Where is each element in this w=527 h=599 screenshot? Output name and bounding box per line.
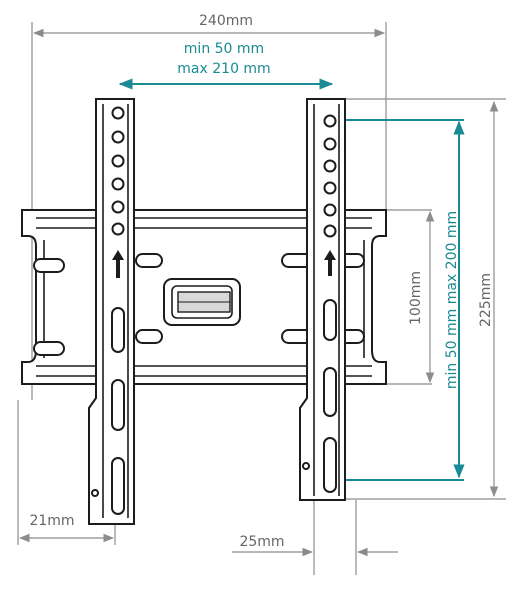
up-arrow-icon <box>324 250 336 276</box>
label-inner-height: 100mm <box>408 271 424 325</box>
arm-hole <box>111 154 125 168</box>
arm-hole <box>323 114 337 128</box>
label-vesa-vertical: min 50 mm max 200 mm <box>444 211 460 389</box>
right-vertical-arm <box>299 98 346 501</box>
label-total-height: 225mm <box>478 273 494 327</box>
arm-hole <box>302 462 310 470</box>
label-depth-left: 21mm <box>29 513 74 529</box>
arm-slot <box>111 379 125 431</box>
plate-slot <box>33 258 65 273</box>
plate-slot <box>135 253 163 268</box>
arm-hole <box>91 489 99 497</box>
dimension-arrows <box>18 28 499 557</box>
label-vesa-horizontal-min: min 50 mm <box>184 41 264 57</box>
up-arrow-icon <box>112 250 124 278</box>
arm-slot <box>323 437 337 493</box>
arm-hole <box>111 177 125 191</box>
label-vesa-horizontal-max: max 210 mm <box>177 61 270 77</box>
arm-hole <box>323 137 337 151</box>
arm-slot <box>323 299 337 341</box>
arm-hole <box>111 106 125 120</box>
arm-slot <box>111 457 125 515</box>
label-depth-bottom: 25mm <box>239 534 284 550</box>
arm-hole <box>111 222 125 236</box>
label-total-width: 240mm <box>199 13 253 29</box>
plate-slot <box>33 341 65 356</box>
arm-hole <box>323 181 337 195</box>
arm-hole <box>323 159 337 173</box>
arm-slot <box>111 307 125 353</box>
plate-slot <box>135 329 163 344</box>
arm-slot <box>323 367 337 417</box>
center-lock <box>163 278 241 326</box>
left-vertical-arm <box>88 98 135 525</box>
arm-hole <box>111 200 125 214</box>
dimension-labels: 240mm min 50 mm max 210 mm min 50 mm max… <box>29 13 494 550</box>
arm-hole <box>323 203 337 217</box>
arm-hole <box>111 130 125 144</box>
arm-hole <box>323 224 337 238</box>
